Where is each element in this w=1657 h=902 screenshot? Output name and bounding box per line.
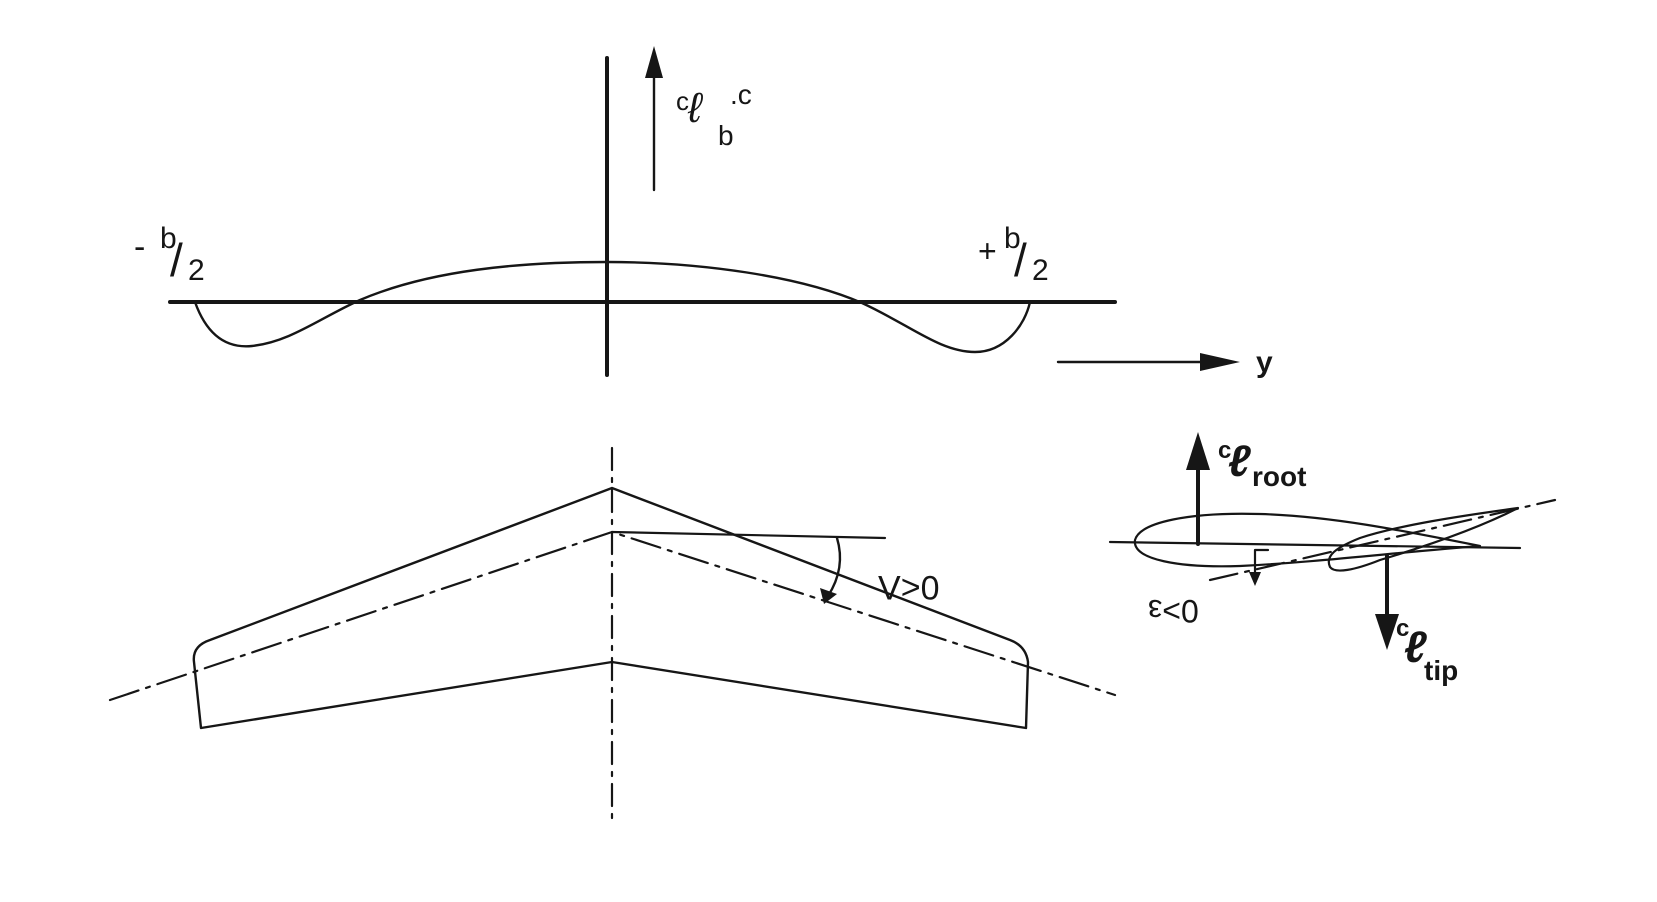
sweep-angle-arrowhead xyxy=(820,588,837,604)
y-direction-arrowhead xyxy=(1200,353,1240,371)
lift-distribution-curve xyxy=(193,260,1032,354)
right-tip-numerator: b xyxy=(1004,222,1021,255)
left-tip-numerator: b xyxy=(160,222,177,255)
cl-label-c: c xyxy=(676,86,689,116)
sweep-angle-arc xyxy=(826,536,842,598)
cl-label-l: ℓ xyxy=(687,84,704,131)
tip-lift-l: ℓ xyxy=(1404,623,1427,672)
right-tip-denominator: 2 xyxy=(1032,254,1049,287)
tip-lift-c: c xyxy=(1396,615,1409,642)
cl-label-suffix-c: .c xyxy=(730,79,752,110)
sweep-reference-line xyxy=(610,530,887,540)
root-lift-c: c xyxy=(1218,437,1231,464)
tip-airfoil xyxy=(1327,506,1520,572)
tip-lift-arrowhead xyxy=(1375,614,1399,650)
wing-outline xyxy=(192,486,1030,730)
lift-distribution-plot: c ℓ b .c - b / 2 + b / 2 y xyxy=(134,46,1273,379)
right-tip-slash: / xyxy=(1014,234,1027,286)
tip-lift-sub: tip xyxy=(1424,655,1458,686)
right-tip-label: + b / 2 xyxy=(978,222,1049,287)
left-tip-sign: - xyxy=(134,228,145,266)
root-airfoil xyxy=(1133,512,1482,568)
tip-chord-line xyxy=(1208,498,1557,582)
left-tip-label: - b / 2 xyxy=(134,222,205,287)
cl-axis-arrowhead xyxy=(645,46,663,78)
section-view: c ℓ root c ℓ tip ε<0 xyxy=(1108,432,1557,686)
left-tip-denominator: 2 xyxy=(188,254,205,287)
right-tip-sign: + xyxy=(978,233,997,269)
root-chord-line xyxy=(1108,540,1522,550)
y-axis-label: y xyxy=(1256,346,1273,379)
root-lift-l: ℓ xyxy=(1228,437,1251,486)
root-lift-arrowhead xyxy=(1186,432,1210,470)
cl-label-sub-b: b xyxy=(718,120,734,151)
root-lift-sub: root xyxy=(1252,461,1306,492)
twist-angle-label: ε<0 xyxy=(1148,593,1199,629)
left-tip-slash: / xyxy=(170,234,183,286)
wing-planform: Λ>0 xyxy=(108,446,1117,822)
sweep-angle-label: Λ>0 xyxy=(878,568,939,606)
twist-angle-arrowhead xyxy=(1249,572,1261,586)
